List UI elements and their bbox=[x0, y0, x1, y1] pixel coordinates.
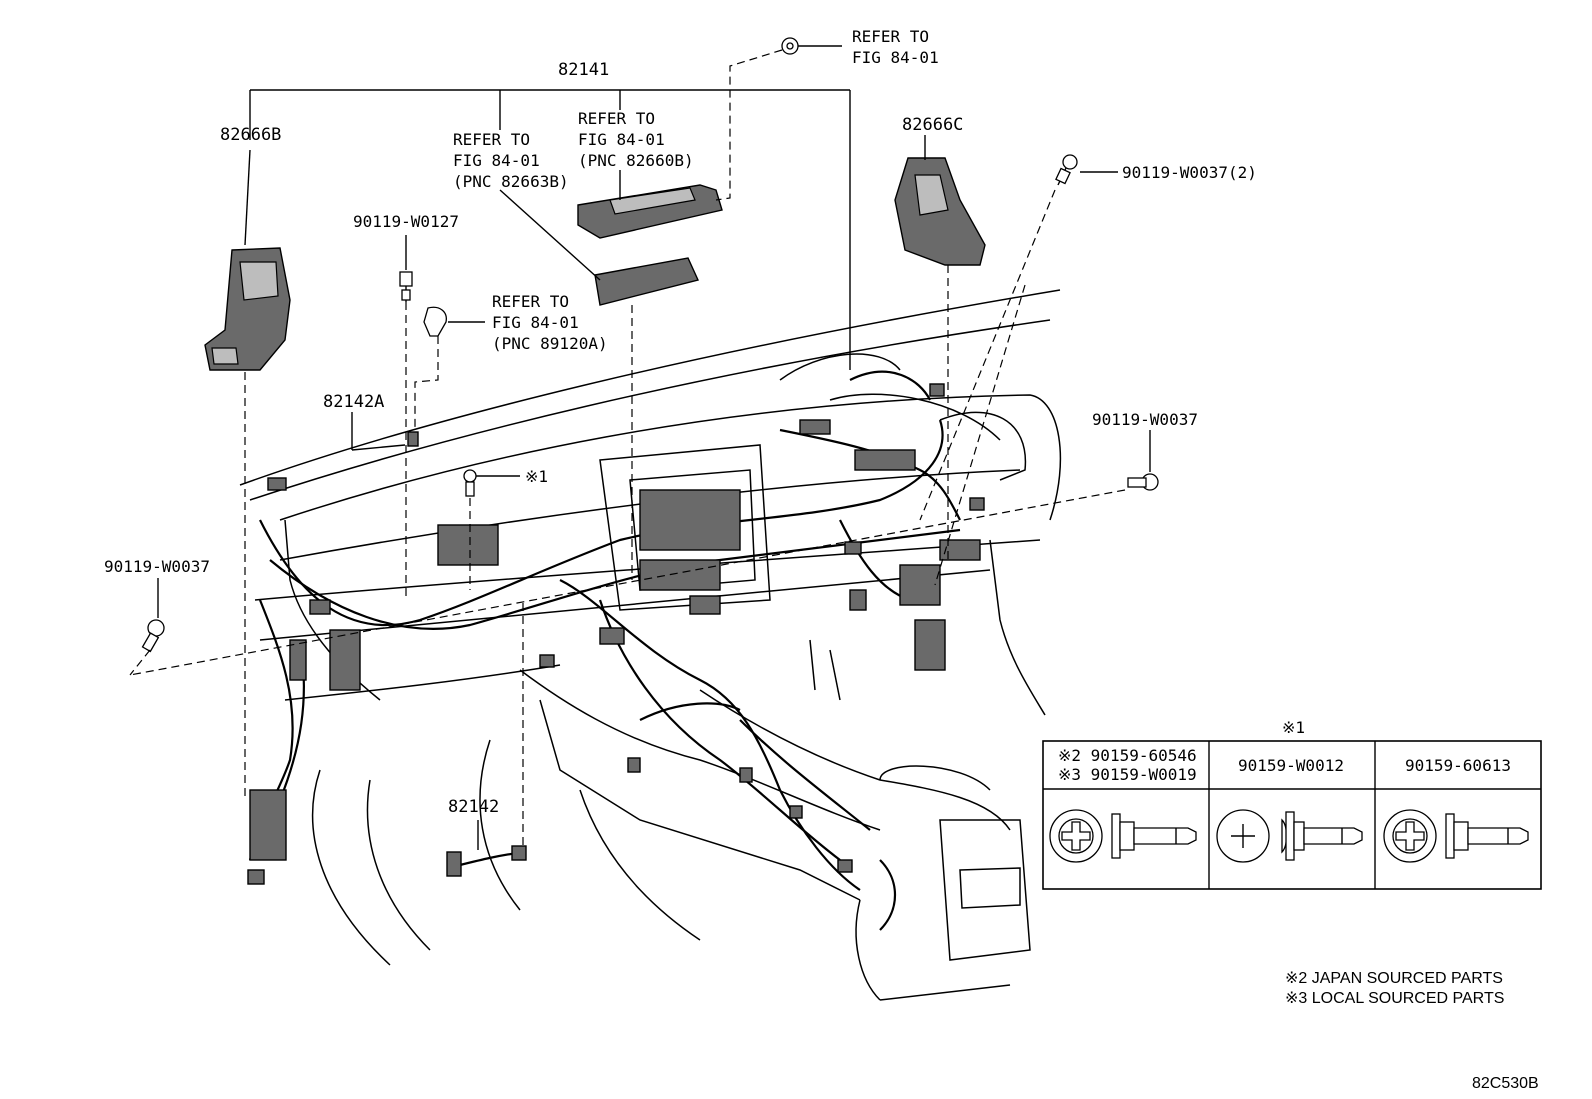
label-refer-a-line1: REFER TO bbox=[578, 109, 655, 128]
clip-pnc-89120a bbox=[423, 306, 447, 337]
label-82141: 82141 bbox=[558, 60, 609, 80]
label-refer-c-line3: (PNC 89120A) bbox=[492, 334, 608, 353]
bolt-note1 bbox=[463, 469, 477, 497]
label-refer-a-line2: FIG 84-01 bbox=[578, 130, 665, 149]
clip-refer-top bbox=[781, 37, 799, 55]
table-col2: 90159-W0012 bbox=[1238, 756, 1344, 775]
label-refer-c-line2: FIG 84-01 bbox=[492, 313, 579, 332]
bolt-90119-w0037-right bbox=[1127, 473, 1159, 491]
footnote-local-sourced: ※3 LOCAL SOURCED PARTS bbox=[1285, 990, 1504, 1007]
label-refer-c-line1: REFER TO bbox=[492, 292, 569, 311]
module-pnc-82663b bbox=[594, 257, 699, 306]
hex-bolt-icon bbox=[1383, 809, 1529, 863]
label-refer-top-line2: FIG 84-01 bbox=[852, 48, 939, 67]
table-col1-line1: ※2 90159-60546 bbox=[1058, 746, 1197, 765]
label-90119-w0037-right: 90119-W0037 bbox=[1092, 410, 1198, 429]
harness-82142-part bbox=[446, 845, 527, 877]
bracket-82666b bbox=[204, 247, 291, 371]
bolt-90119-w0127 bbox=[399, 271, 413, 302]
label-refer-b-line1: REFER TO bbox=[453, 130, 530, 149]
bolt-90119-w0037-2 bbox=[1055, 154, 1078, 186]
table-col3: 90159-60613 bbox=[1405, 756, 1511, 775]
label-90119-w0037-left: 90119-W0037 bbox=[104, 557, 210, 576]
leader-lines bbox=[129, 45, 1151, 850]
figure-code: 82C530B bbox=[1472, 1075, 1539, 1092]
label-82142a: 82142A bbox=[323, 392, 384, 412]
bracket-82666c bbox=[894, 157, 986, 266]
label-82142: 82142 bbox=[448, 797, 499, 817]
bolt-90119-w0037-left bbox=[141, 619, 165, 653]
footnote-japan-sourced: ※2 JAPAN SOURCED PARTS bbox=[1285, 970, 1503, 987]
label-90119-w0127: 90119-W0127 bbox=[353, 212, 459, 231]
label-refer-top-line1: REFER TO bbox=[852, 27, 929, 46]
label-90119-w0037-2: 90119-W0037(2) bbox=[1122, 163, 1257, 182]
table-col1-line2: ※3 90159-W0019 bbox=[1058, 765, 1197, 784]
wiring-harness-82141 bbox=[247, 370, 985, 931]
pan-screw-icon bbox=[1216, 809, 1363, 863]
label-refer-b-line3: (PNC 82663B) bbox=[453, 172, 569, 191]
fastener-table: ※1 ※2 90159-60546 ※3 90159-W0019 90159-W… bbox=[1042, 718, 1542, 890]
label-82666b: 82666B bbox=[220, 125, 281, 145]
label-refer-b-line2: FIG 84-01 bbox=[453, 151, 540, 170]
label-refer-a-line3: (PNC 82660B) bbox=[578, 151, 694, 170]
module-pnc-82660b bbox=[577, 184, 723, 239]
flange-bolt-icon bbox=[1049, 809, 1197, 863]
label-note1-ref: ※1 bbox=[525, 467, 548, 486]
label-82666c: 82666C bbox=[902, 115, 963, 135]
table-header: ※1 bbox=[1282, 718, 1305, 737]
